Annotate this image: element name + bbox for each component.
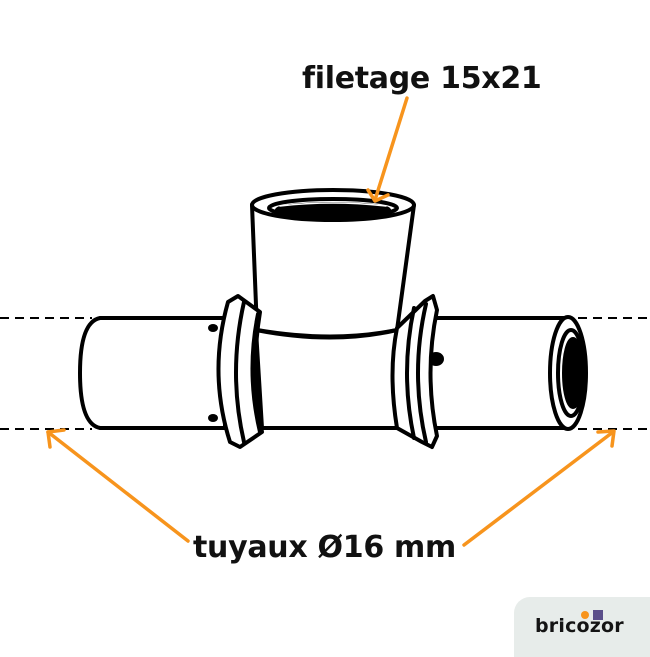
logo-purple-square-icon [593,610,603,620]
pipe-diameter-label: tuyaux Ø16 mm [193,530,456,565]
brand-logo-text: bricozor [535,615,624,637]
annotation-arrows [46,96,616,547]
fitting-outline [78,188,588,449]
pipe-guide-lines [0,317,650,430]
logo-orange-dot-icon [581,611,589,619]
brand-logo-badge [514,597,650,657]
thread-size-label: filetage 15x21 [302,61,542,96]
